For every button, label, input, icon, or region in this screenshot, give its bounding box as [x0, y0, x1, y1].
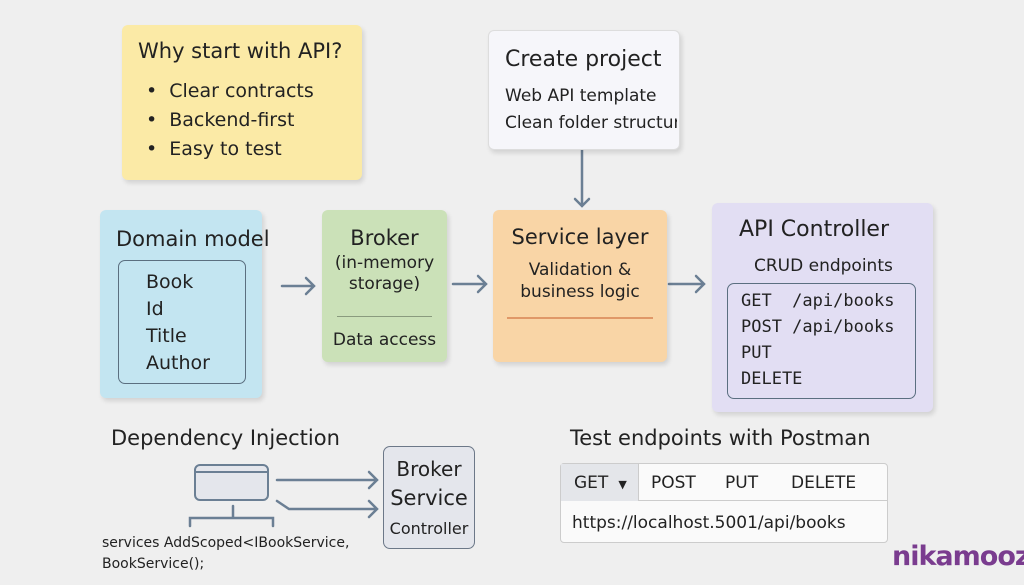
domain-model-box: Domain model Book Id Title Author: [100, 210, 270, 398]
why-title: Why start with API?: [138, 39, 343, 63]
field: Id: [146, 298, 164, 320]
list-item: Backend-first: [146, 106, 314, 135]
method-delete[interactable]: DELETE: [791, 473, 857, 493]
domain-title: Domain model: [116, 227, 270, 251]
why-api-note: Why start with API? Clear contracts Back…: [122, 25, 362, 180]
target: Service: [390, 486, 468, 510]
broker-title: Broker: [350, 226, 419, 250]
endpoint: GET /api/books: [741, 291, 895, 311]
arrow-di-2: [275, 499, 379, 519]
arrow-broker-to-service: [451, 274, 488, 294]
api-controller-box: API Controller CRUD endpoints GET /api/b…: [712, 203, 933, 412]
code-line: services AddScoped<IBookService,: [102, 535, 350, 551]
method-put[interactable]: PUT: [725, 473, 759, 493]
di-code: services AddScoped<IBookService, BookSer…: [102, 533, 349, 575]
broker-sub: (in-memory storage): [334, 253, 435, 294]
field: Author: [146, 352, 210, 374]
di-targets-box: Broker Service Controller: [383, 446, 475, 549]
arrow-domain-to-broker: [280, 276, 316, 296]
postman-request: GET ▼ POST PUT DELETE https://localhost.5…: [560, 463, 888, 543]
method-value: GET: [574, 473, 609, 493]
method-post[interactable]: POST: [651, 473, 696, 493]
endpoint: DELETE: [741, 369, 803, 389]
divider: [337, 316, 432, 317]
list-item: Clear contracts: [146, 77, 314, 106]
target: Broker: [396, 457, 462, 481]
service-sub: Validation & business logic: [520, 260, 640, 302]
arrow-create-to-service: [573, 148, 591, 208]
arrow-service-to-api: [667, 274, 706, 294]
broker-box: Broker (in-memory storage) Data access: [322, 210, 447, 362]
field: Book: [146, 271, 194, 293]
service-title: Service layer: [511, 225, 649, 249]
di-title: Dependency Injection: [111, 426, 340, 450]
create-line: Clean folder structure: [505, 113, 677, 133]
broker-access: Data access: [332, 330, 437, 350]
url-input[interactable]: https://localhost.5001/api/books: [572, 513, 846, 533]
endpoint: POST /api/books: [741, 317, 895, 337]
api-sub: CRUD endpoints: [754, 256, 893, 276]
di-bracket: [188, 504, 275, 528]
chevron-down-icon: ▼: [618, 478, 627, 491]
create-project-box: Create project Web API template Clean fo…: [488, 30, 680, 150]
create-line: Web API template: [505, 86, 657, 106]
endpoint: PUT: [741, 343, 772, 363]
container-icon: [194, 464, 269, 501]
nikamooz-logo: nikamooz;: [892, 541, 1024, 572]
api-title: API Controller: [739, 217, 890, 242]
arrow-di-1: [275, 470, 379, 490]
field: Title: [146, 325, 187, 347]
service-layer-box: Service layer Validation & business logi…: [493, 210, 667, 362]
list-item: Easy to test: [146, 135, 314, 164]
code-line: BookService();: [102, 556, 205, 572]
target: Controller: [389, 519, 469, 538]
book-entity: Book Id Title Author: [118, 260, 246, 384]
create-title: Create project: [505, 47, 662, 72]
divider: [507, 317, 653, 319]
postman-title: Test endpoints with Postman: [570, 426, 871, 450]
method-dropdown[interactable]: GET ▼: [561, 464, 639, 501]
